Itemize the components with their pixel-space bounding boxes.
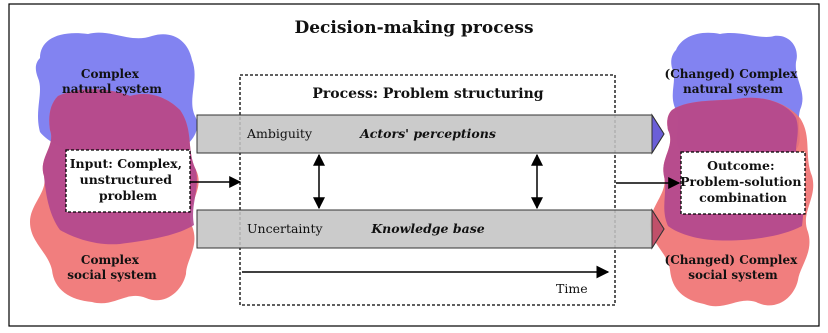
diagram-title: Decision-making process — [294, 18, 533, 38]
right-social-system-label: (Changed) Complex social system — [665, 253, 802, 282]
process-box — [239, 74, 616, 306]
right-natural-system-label: (Changed) Complex natural system — [665, 67, 802, 96]
left-social-system-label: Complex social system — [67, 253, 157, 282]
time-label: Time — [556, 281, 588, 296]
bottom-band-arrowhead — [651, 208, 665, 250]
outcome-box — [680, 151, 806, 215]
bottom-band-left-label: Uncertainty — [247, 221, 324, 236]
process-title: Process: Problem structuring — [312, 86, 543, 102]
bottom-band-center-label: Knowledge base — [370, 221, 484, 236]
top-band-center-label: Actors' perceptions — [359, 126, 496, 141]
outcome-box-label: Outcome: Problem-solution combination — [680, 158, 806, 205]
input-box-label: Input: Complex, unstructured problem — [70, 156, 187, 203]
top-band-left-label: Ambiguity — [246, 126, 313, 141]
left-natural-system-label: Complex natural system — [62, 67, 162, 96]
top-band-arrowhead — [651, 113, 665, 155]
input-box — [65, 149, 191, 213]
